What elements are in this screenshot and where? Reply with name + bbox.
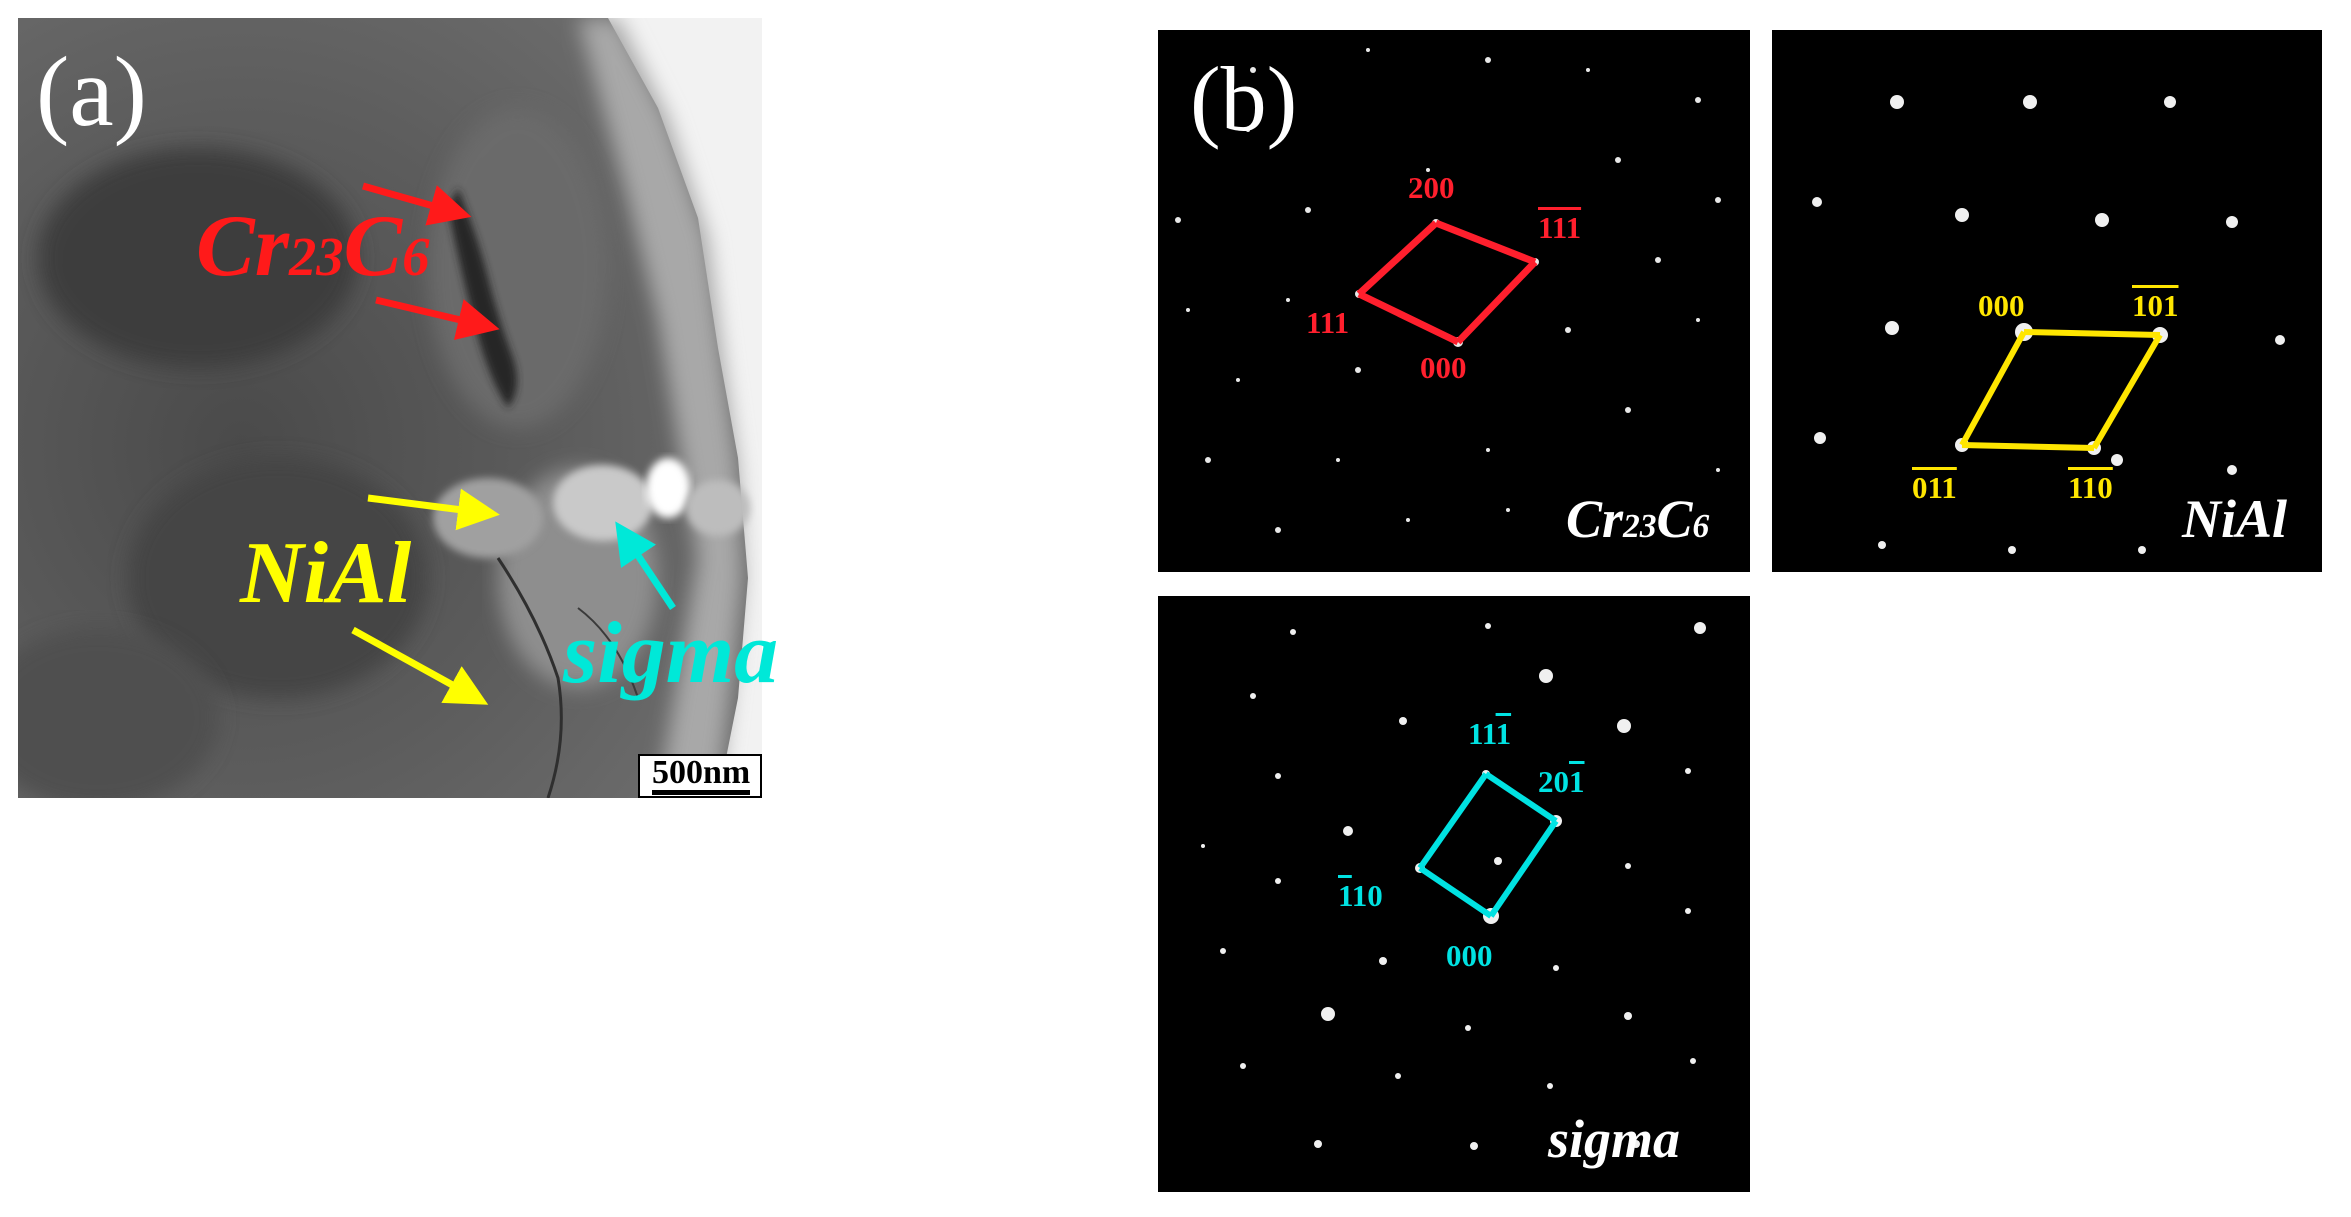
sigma-index-left: 110: [1338, 878, 1383, 913]
saed-sigma-panel: 111 201 110 000 sigma: [1158, 596, 1750, 1192]
saed-sigma-pattern: [1201, 622, 1706, 1150]
sigma-index-parallelogram: [1417, 771, 1559, 919]
scale-bar-text: 500nm: [652, 754, 751, 791]
sigma-index-bottom: 000: [1446, 938, 1493, 973]
nial-index-tl: 000: [1978, 288, 2025, 323]
tem-image-panel: (a) Cr23C6 NiAl sigma 500nm: [18, 18, 778, 798]
sigma-index-top: 111: [1468, 716, 1512, 751]
cr23c6-label: Cr23C6: [196, 198, 430, 295]
cr23c6-index-top: 200: [1408, 170, 1455, 205]
saed-cr23c6-pattern: [1175, 48, 1721, 533]
nial-pattern-name: NiAl: [2182, 489, 2288, 549]
cr23c6-index-bottom: 000: [1420, 350, 1467, 385]
panel-a-label: (a): [36, 36, 147, 147]
sigma-index-right: 201: [1538, 764, 1585, 799]
panel-b-label: (b): [1190, 48, 1298, 150]
arrow-cr23c6-2: [375, 296, 500, 340]
tem-micrograph: [18, 18, 762, 798]
nial-index-tr: 101: [2132, 288, 2179, 323]
scale-bar-line: [652, 790, 750, 795]
sigma-label: sigma: [563, 605, 779, 702]
saed-nial-pattern: [1812, 95, 2285, 554]
nial-label: NiAl: [240, 525, 412, 622]
arrow-nial-1: [367, 488, 500, 531]
scale-bar: 500nm: [638, 754, 762, 798]
cr23c6-index-parallelogram: [1356, 219, 1538, 346]
cr23c6-pattern-name: Cr23C6: [1566, 489, 1710, 549]
nial-index-bl: 011: [1912, 470, 1957, 505]
sigma-pattern-name: sigma: [1548, 1109, 1681, 1169]
arrow-cr23c6-1: [362, 182, 472, 226]
nial-index-parallelogram: [1959, 329, 2163, 451]
saed-nial-panel: 000 101 011 110 NiAl: [1772, 30, 2322, 572]
cr23c6-index-right: 111: [1538, 210, 1582, 245]
arrow-nial-2: [351, 626, 489, 705]
nial-index-br: 110: [2068, 470, 2113, 505]
cr23c6-index-left: 111: [1306, 305, 1350, 340]
saed-cr23c6-panel: (b) 200 111 111 000 Cr23C6: [1158, 30, 1750, 572]
arrow-sigma: [615, 521, 676, 610]
